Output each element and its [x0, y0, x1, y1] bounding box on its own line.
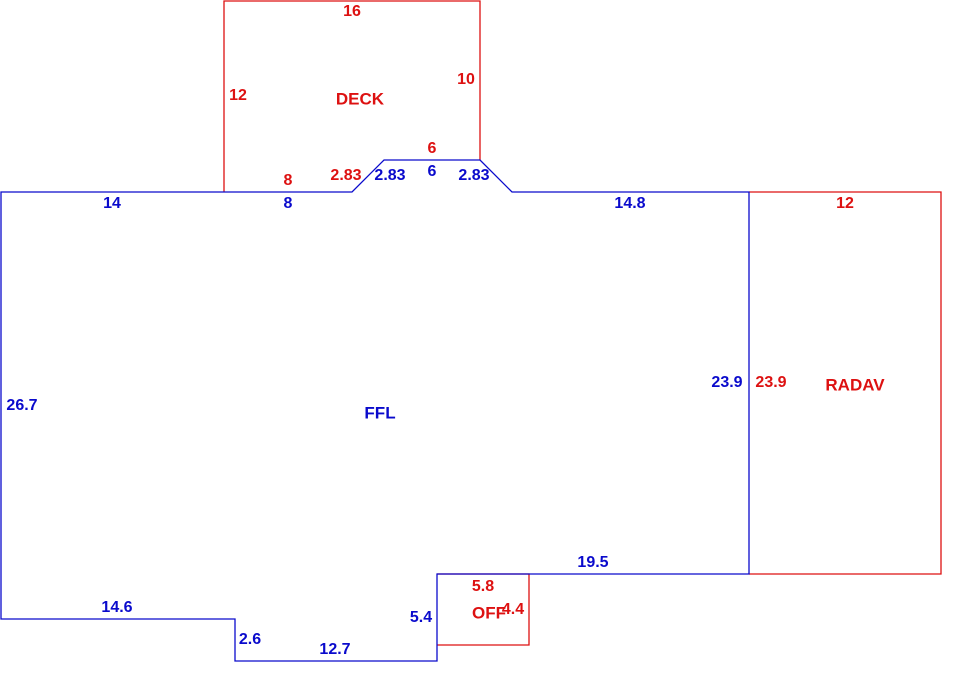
- deck-top-dimension: 16: [343, 3, 361, 20]
- off-right-dimension: 4.4: [502, 601, 524, 618]
- radav-outline: [749, 191, 942, 575]
- ffl-area-name: FFL: [364, 403, 395, 422]
- ffl-top-right-dimension: 14.8: [614, 195, 645, 212]
- radav-area-name: RADAV: [825, 375, 885, 394]
- ffl-top-left-dimension: 14: [103, 195, 121, 212]
- ffl-left-dimension: 26.7: [6, 397, 37, 414]
- deck-left-dimension: 12: [229, 87, 247, 104]
- ffl-notch-diag-left-dimension: 2.83: [374, 167, 405, 184]
- off-area-name: OFF: [472, 603, 506, 622]
- deck-bottom-flat-dimension: 6: [428, 140, 437, 157]
- deck-outline: [223, 0, 481, 192]
- radav-left-dimension: 23.9: [755, 374, 786, 391]
- deck-bottom-left-dimension: 8: [284, 172, 293, 189]
- deck-area-name: DECK: [336, 89, 385, 108]
- ffl-step-left-dimension: 5.4: [410, 609, 432, 626]
- ffl-bottom-middle-dimension: 12.7: [319, 641, 350, 658]
- off-top-dimension: 5.8: [472, 578, 494, 595]
- ffl-bottom-left-dimension: 14.6: [101, 599, 132, 616]
- radav-top-dimension: 12: [836, 195, 854, 212]
- deck-right-dimension: 10: [457, 71, 475, 88]
- ffl-step-vertical-dimension: 2.6: [239, 631, 261, 648]
- deck-diag-dimension: 2.83: [330, 167, 361, 184]
- ffl-right-dimension: 23.9: [711, 374, 742, 391]
- ffl-notch-flat-dimension: 6: [428, 163, 437, 180]
- ffl-outline: [0, 159, 750, 662]
- ffl-notch-diag-right-dimension: 2.83: [458, 167, 489, 184]
- ffl-notch-left-dimension: 8: [284, 195, 293, 212]
- ffl-bottom-right-dimension: 19.5: [577, 554, 608, 571]
